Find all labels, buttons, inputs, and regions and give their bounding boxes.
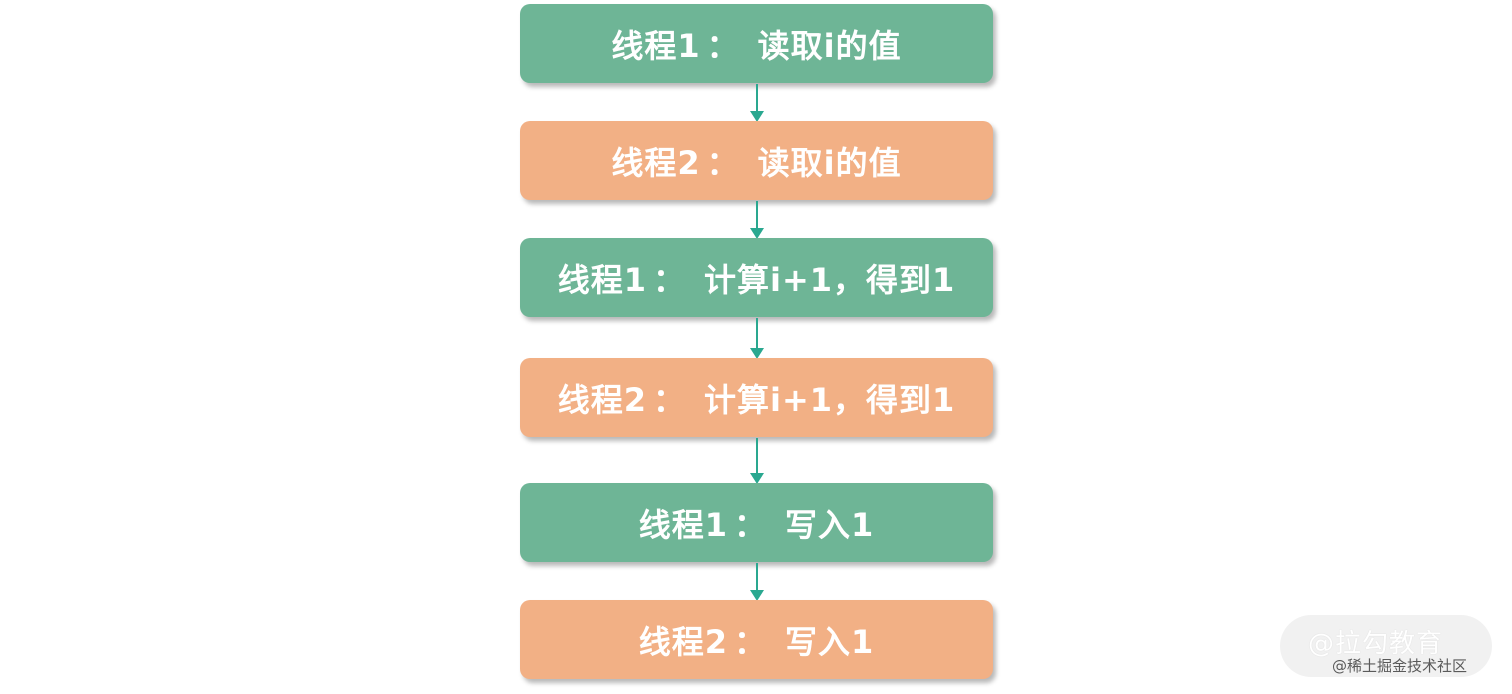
step-action-label: 写入1 xyxy=(785,622,875,661)
step-action-label: 计算i+1，得到1 xyxy=(703,260,956,299)
watermark-site: @稀土掘金技术社区 xyxy=(1332,657,1468,675)
flow-arrow xyxy=(750,318,764,359)
step-separator: ： xyxy=(733,505,767,544)
step-separator: ： xyxy=(652,380,686,419)
step-thread1-write: 线程1： 写入1 xyxy=(520,483,993,562)
step-separator: ： xyxy=(652,260,686,299)
step-thread1-read: 线程1： 读取i的值 xyxy=(520,4,993,83)
watermark-brand: @拉勾教育 xyxy=(1308,629,1444,659)
step-action-label: 计算i+1，得到1 xyxy=(703,380,956,419)
step-thread2-compute: 线程2： 计算i+1，得到1 xyxy=(520,358,993,437)
step-action-label: 读取i的值 xyxy=(757,26,902,65)
flow-arrow xyxy=(750,201,764,239)
step-thread1-compute: 线程1： 计算i+1，得到1 xyxy=(520,238,993,317)
step-action-label: 写入1 xyxy=(785,505,875,544)
step-thread-label: 线程1 xyxy=(638,505,728,544)
step-separator: ： xyxy=(733,622,767,661)
step-thread2-write: 线程2： 写入1 xyxy=(520,600,993,679)
flow-arrow xyxy=(750,84,764,122)
step-thread-label: 线程2 xyxy=(611,143,701,182)
step-thread-label: 线程2 xyxy=(557,380,647,419)
step-action-label: 读取i的值 xyxy=(757,143,902,182)
flow-arrow xyxy=(750,563,764,601)
step-separator: ： xyxy=(706,26,740,65)
step-separator: ： xyxy=(706,143,740,182)
flow-arrow xyxy=(750,438,764,484)
step-thread2-read: 线程2： 读取i的值 xyxy=(520,121,993,200)
step-thread-label: 线程2 xyxy=(638,622,728,661)
step-thread-label: 线程1 xyxy=(611,26,701,65)
step-thread-label: 线程1 xyxy=(557,260,647,299)
watermark: @拉勾教育 @稀土掘金技术社区 xyxy=(1280,615,1492,677)
